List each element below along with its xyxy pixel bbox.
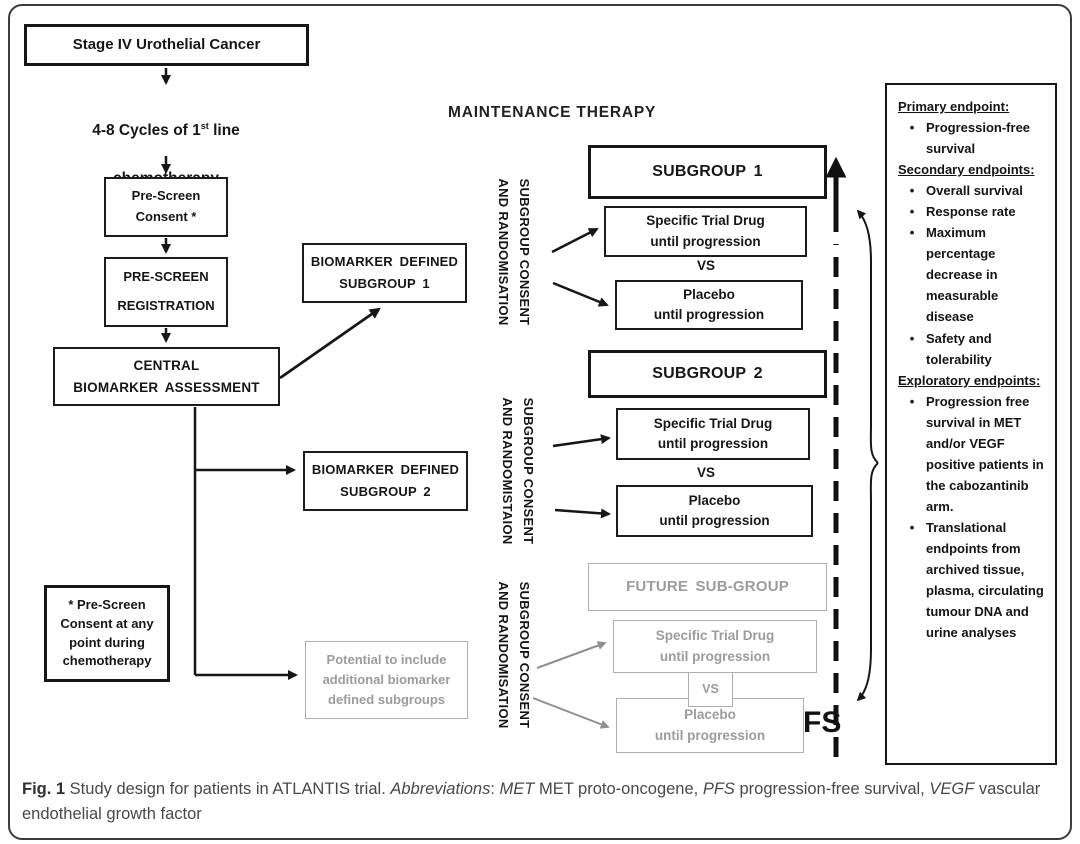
placebo-box-subgroup1: Placebo until progression bbox=[615, 280, 803, 330]
biomarker-subgroup2-box: BIOMARKER DEFINED SUBGROUP 2 bbox=[303, 451, 468, 511]
exploratory-endpoints-heading: Exploratory endpoints: bbox=[898, 372, 1041, 388]
cycles-superscript: st bbox=[200, 120, 209, 131]
abbr-term-vegf: VEGF bbox=[929, 780, 975, 798]
endpoint-item: •Progression-free survival bbox=[898, 117, 1049, 159]
stage-box: Stage IV Urothelial Cancer bbox=[24, 24, 309, 66]
abbr-def-met: MET proto-oncogene, bbox=[534, 780, 703, 798]
subgroup1-box: SUBGROUP 1 bbox=[588, 145, 827, 199]
endpoint-item: •Response rate bbox=[898, 201, 1049, 222]
bullet-icon: • bbox=[909, 183, 915, 199]
future-subgroup-box: FUTURE SUB-GROUP bbox=[588, 563, 827, 611]
endpoints-panel: Primary endpoint: •Progression-free surv… bbox=[885, 83, 1057, 765]
drug-box-subgroup2: Specific Trial Drug until progression bbox=[616, 408, 810, 460]
abbr-term-met: MET bbox=[499, 780, 535, 798]
secondary-endpoints-heading: Secondary endpoints: bbox=[898, 162, 1035, 178]
placebo-box-subgroup2: Placebo until progression bbox=[616, 485, 813, 537]
maintenance-therapy-label: MAINTENANCE THERAPY bbox=[448, 104, 657, 121]
caption-body: Study design for patients in ATLANTIS tr… bbox=[65, 780, 391, 798]
primary-endpoint-heading: Primary endpoint: bbox=[898, 99, 1010, 114]
figure-border bbox=[8, 4, 1072, 840]
drug-box-subgroup1: Specific Trial Drug until progression bbox=[604, 206, 807, 257]
endpoint-item: •Safety and tolerability bbox=[898, 328, 1049, 370]
subgroup2-box: SUBGROUP 2 bbox=[588, 350, 827, 398]
abbr-term-pfs: PFS bbox=[702, 780, 735, 798]
bullet-icon: • bbox=[909, 519, 915, 535]
drug-box-future: Specific Trial Drug until progression bbox=[613, 620, 817, 673]
vs-label-subgroup2: VS bbox=[696, 465, 715, 480]
figure-caption: Fig. 1 Study design for patients in ATLA… bbox=[22, 777, 1058, 827]
bullet-icon: • bbox=[909, 393, 915, 409]
endpoint-item: •Overall survival bbox=[898, 180, 1049, 201]
figure-number: Fig. 1 bbox=[22, 780, 66, 798]
vs-label-subgroup1: VS bbox=[696, 258, 715, 273]
abbr-def-pfs: progression-free survival, bbox=[734, 780, 930, 798]
prescreen-consent-box: Pre-Screen Consent * bbox=[104, 177, 228, 237]
consent-randomisation-label-2: SUBGROUP CONSENT AND RANDOMISTAION bbox=[500, 397, 536, 545]
caption-colon: : bbox=[490, 780, 500, 798]
central-biomarker-box: CENTRAL BIOMARKER ASSESSMENT bbox=[53, 347, 280, 406]
placebo-box-future: Placebo until progression bbox=[616, 698, 804, 753]
vs-box-future: VS bbox=[688, 672, 733, 707]
endpoint-item: •Translational endpoints from archived t… bbox=[898, 517, 1049, 643]
abbr-def-vegf: vascular endothelial growth factor bbox=[22, 780, 1041, 823]
cycles-line1: 4-8 Cycles of 1st line bbox=[58, 119, 274, 143]
consent-randomisation-label-1: SUBGROUP CONSENT AND RANDOMISATION bbox=[496, 178, 532, 326]
potential-subgroups-box: Potential to include additional biomarke… bbox=[305, 641, 468, 719]
footnote-box: * Pre-Screen Consent at any point during… bbox=[44, 585, 170, 682]
cycles-text-post: line bbox=[208, 122, 240, 140]
consent-randomisation-label-3: SUBGROUP CONSENT AND RANDOMISATION bbox=[496, 581, 532, 729]
endpoint-item: •Maximum percentage decrease in measurab… bbox=[898, 222, 1049, 327]
cycles-text-pre: 4-8 Cycles of 1 bbox=[92, 122, 201, 140]
bullet-icon: • bbox=[909, 204, 915, 220]
endpoint-item: •Progression free survival in MET and/or… bbox=[898, 391, 1049, 517]
bullet-icon: • bbox=[909, 330, 915, 346]
bullet-icon: • bbox=[909, 225, 915, 241]
abbreviations-label: Abbreviations bbox=[390, 780, 491, 798]
prescreen-registration-box: PRE-SCREEN REGISTRATION bbox=[104, 257, 228, 327]
biomarker-subgroup1-box: BIOMARKER DEFINED SUBGROUP 1 bbox=[302, 243, 467, 303]
bullet-icon: • bbox=[909, 120, 915, 136]
